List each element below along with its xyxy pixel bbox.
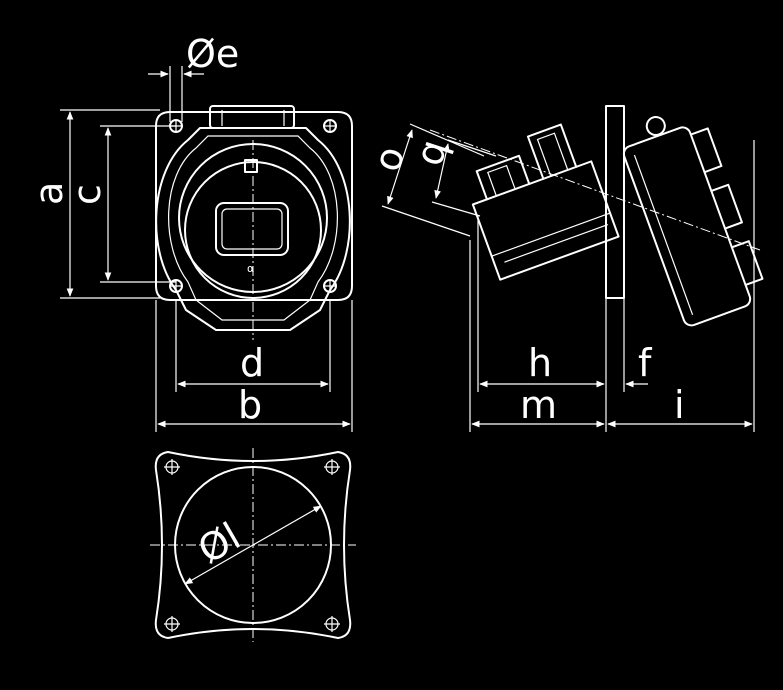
label-l: Øl bbox=[191, 514, 248, 572]
svg-text:α: α bbox=[247, 262, 254, 275]
label-f: f bbox=[638, 341, 653, 385]
front-view: α bbox=[155, 105, 353, 340]
side-view bbox=[429, 105, 764, 327]
front-dimensions bbox=[60, 66, 353, 432]
label-m: m bbox=[520, 383, 557, 427]
label-b: b bbox=[238, 383, 262, 427]
label-a: a bbox=[27, 182, 71, 205]
label-e: Øe bbox=[186, 32, 239, 76]
label-c: c bbox=[65, 184, 109, 205]
dimension-labels: a c Øe d b h f m i o q Øl bbox=[27, 32, 685, 572]
side-dimensions bbox=[381, 123, 755, 432]
cutout-view bbox=[150, 448, 356, 642]
label-i: i bbox=[674, 383, 685, 427]
label-h: h bbox=[528, 341, 552, 385]
label-d: d bbox=[240, 341, 264, 385]
